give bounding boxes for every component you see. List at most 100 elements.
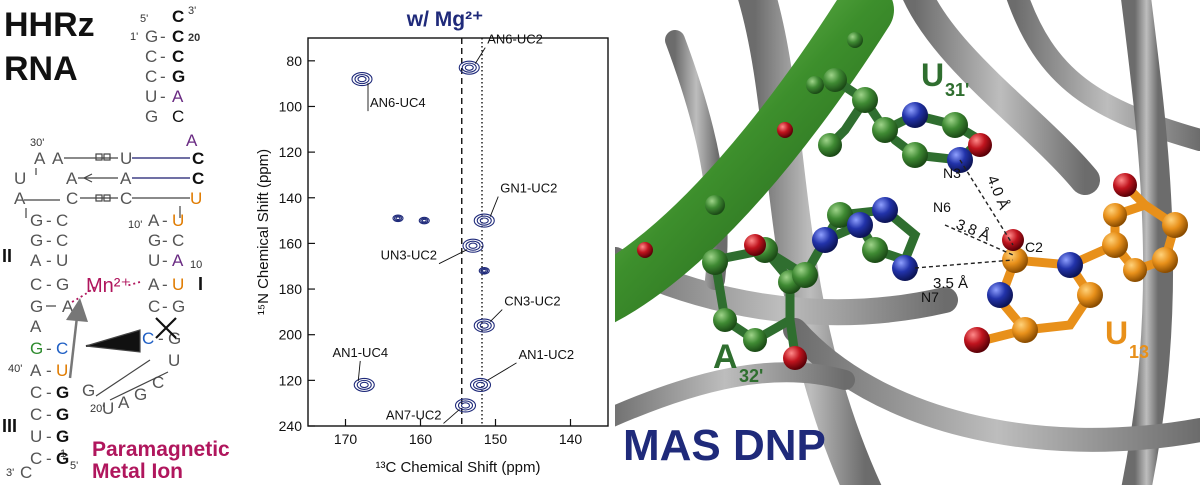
svg-text:-: - xyxy=(162,275,168,294)
svg-text:A: A xyxy=(30,317,42,336)
residue-sub-U31: 31' xyxy=(945,80,969,100)
svg-text:U: U xyxy=(30,427,42,446)
svg-text:C: C xyxy=(120,189,132,208)
green-backbone-tube xyxy=(566,0,894,329)
svg-text:C: C xyxy=(172,27,184,46)
svg-text:G: G xyxy=(172,67,185,86)
svg-text:G: G xyxy=(30,211,43,230)
svg-text:-: - xyxy=(160,27,166,46)
helix-label-I: I xyxy=(198,274,203,294)
svg-text:-: - xyxy=(162,211,168,230)
svg-text:U: U xyxy=(168,351,180,370)
svg-text:C: C xyxy=(172,231,184,250)
svg-text:A: A xyxy=(66,169,78,188)
peak-leader-line xyxy=(486,362,517,382)
svg-text:-: - xyxy=(46,449,52,468)
pos-label-20prime: 20' xyxy=(90,403,104,415)
svg-text:C: C xyxy=(192,149,204,168)
peak-label: GN1-UC2 xyxy=(500,181,557,196)
svg-text:C: C xyxy=(30,383,42,402)
svg-text:A: A xyxy=(34,149,46,168)
x-axis-label: ¹³C Chemical Shift (ppm) xyxy=(375,459,540,476)
secondary-structure-svg: HHRz RNA 5' 3' 1' 20 30' 10' 10 40' 20' … xyxy=(2,5,230,483)
nmr-peak: GN1-UC2 xyxy=(473,181,557,228)
svg-text:G: G xyxy=(56,405,69,424)
pos-label-3prime-bottom: 3' xyxy=(6,467,14,479)
nmr-peak xyxy=(418,216,430,225)
caption-line1: Paramagnetic xyxy=(92,438,230,461)
y-tick-label: 200 xyxy=(279,327,303,343)
svg-text:A: A xyxy=(52,149,64,168)
svg-text:G: G xyxy=(82,381,95,400)
pos-label-30prime: 30' xyxy=(30,137,44,149)
svg-text:-: - xyxy=(46,211,52,230)
svg-text:U: U xyxy=(56,361,68,380)
peak-leader-line xyxy=(474,47,486,64)
svg-text:G: G xyxy=(30,339,43,358)
svg-text:G: G xyxy=(172,297,185,316)
svg-text:-: - xyxy=(46,361,52,380)
svg-text:-: - xyxy=(46,427,52,446)
svg-text:-: - xyxy=(160,47,166,66)
svg-text:-: - xyxy=(46,339,52,358)
svg-text:C: C xyxy=(56,339,68,358)
svg-text:C: C xyxy=(152,373,164,392)
svg-text:G: G xyxy=(148,231,161,250)
svg-text:U: U xyxy=(172,275,184,294)
svg-text:-: - xyxy=(162,231,168,250)
svg-text:U: U xyxy=(56,251,68,270)
svg-text:-: - xyxy=(46,275,52,294)
svg-text:-: - xyxy=(46,251,52,270)
svg-text:A: A xyxy=(172,87,184,106)
svg-text:G: G xyxy=(134,385,147,404)
caption-line2: Metal Ion xyxy=(92,460,183,483)
svg-text:A: A xyxy=(14,189,26,208)
svg-text:U: U xyxy=(172,211,184,230)
svg-text:A: A xyxy=(62,297,74,316)
svg-text:U: U xyxy=(148,251,160,270)
pos-label-1prime: 1' xyxy=(130,31,138,43)
pos-label-40prime: 40' xyxy=(8,363,22,375)
svg-text:C: C xyxy=(172,47,184,66)
svg-text:G: G xyxy=(145,27,158,46)
residue-label-U13: U xyxy=(1105,315,1128,351)
nmr-peak: AN6-UC4 xyxy=(351,72,426,112)
peak-label: AN1-UC2 xyxy=(519,347,575,362)
peak-leader-line xyxy=(357,360,361,381)
y-tick-label: 160 xyxy=(279,235,303,251)
svg-text:C: C xyxy=(192,169,204,188)
distance-lines xyxy=(914,159,1014,269)
pos-label-3prime-top: 3' xyxy=(188,5,196,17)
pos-label-10: 10 xyxy=(190,259,202,271)
x-tick-label: 140 xyxy=(559,431,583,447)
peak-label: CN3-UC2 xyxy=(504,294,560,309)
svg-text:A: A xyxy=(148,275,160,294)
svg-text:C: C xyxy=(30,275,42,294)
y-axis-label: ¹⁵N Chemical Shift (ppm) xyxy=(255,149,272,315)
svg-text:A: A xyxy=(120,169,132,188)
residue-label-A32: A xyxy=(713,338,738,376)
svg-text:C: C xyxy=(56,231,68,250)
atom-label-N7: N7 xyxy=(921,289,939,305)
nmr-peak: CN3-UC2 xyxy=(473,294,561,333)
peak-leader-line xyxy=(438,249,468,265)
svg-text:A: A xyxy=(30,251,42,270)
y-tick-label: 240 xyxy=(279,418,303,434)
model-title: MAS DNP xyxy=(623,421,826,470)
svg-text:G: G xyxy=(30,297,43,316)
svg-text:C: C xyxy=(172,107,184,126)
y-tick-label: 180 xyxy=(279,281,303,297)
svg-text:U: U xyxy=(145,87,157,106)
svg-text:C: C xyxy=(66,189,78,208)
y-tick-label: 100 xyxy=(279,98,303,114)
structure-title-line1: HHRz xyxy=(4,6,95,44)
svg-text:A: A xyxy=(30,361,42,380)
nmr-peak xyxy=(392,214,404,223)
plot-frame xyxy=(307,37,609,427)
svg-text:C: C xyxy=(142,329,154,348)
x-tick-label: 160 xyxy=(409,431,433,447)
svg-text:A: A xyxy=(148,211,160,230)
peak-label: AN1-UC4 xyxy=(332,345,388,360)
